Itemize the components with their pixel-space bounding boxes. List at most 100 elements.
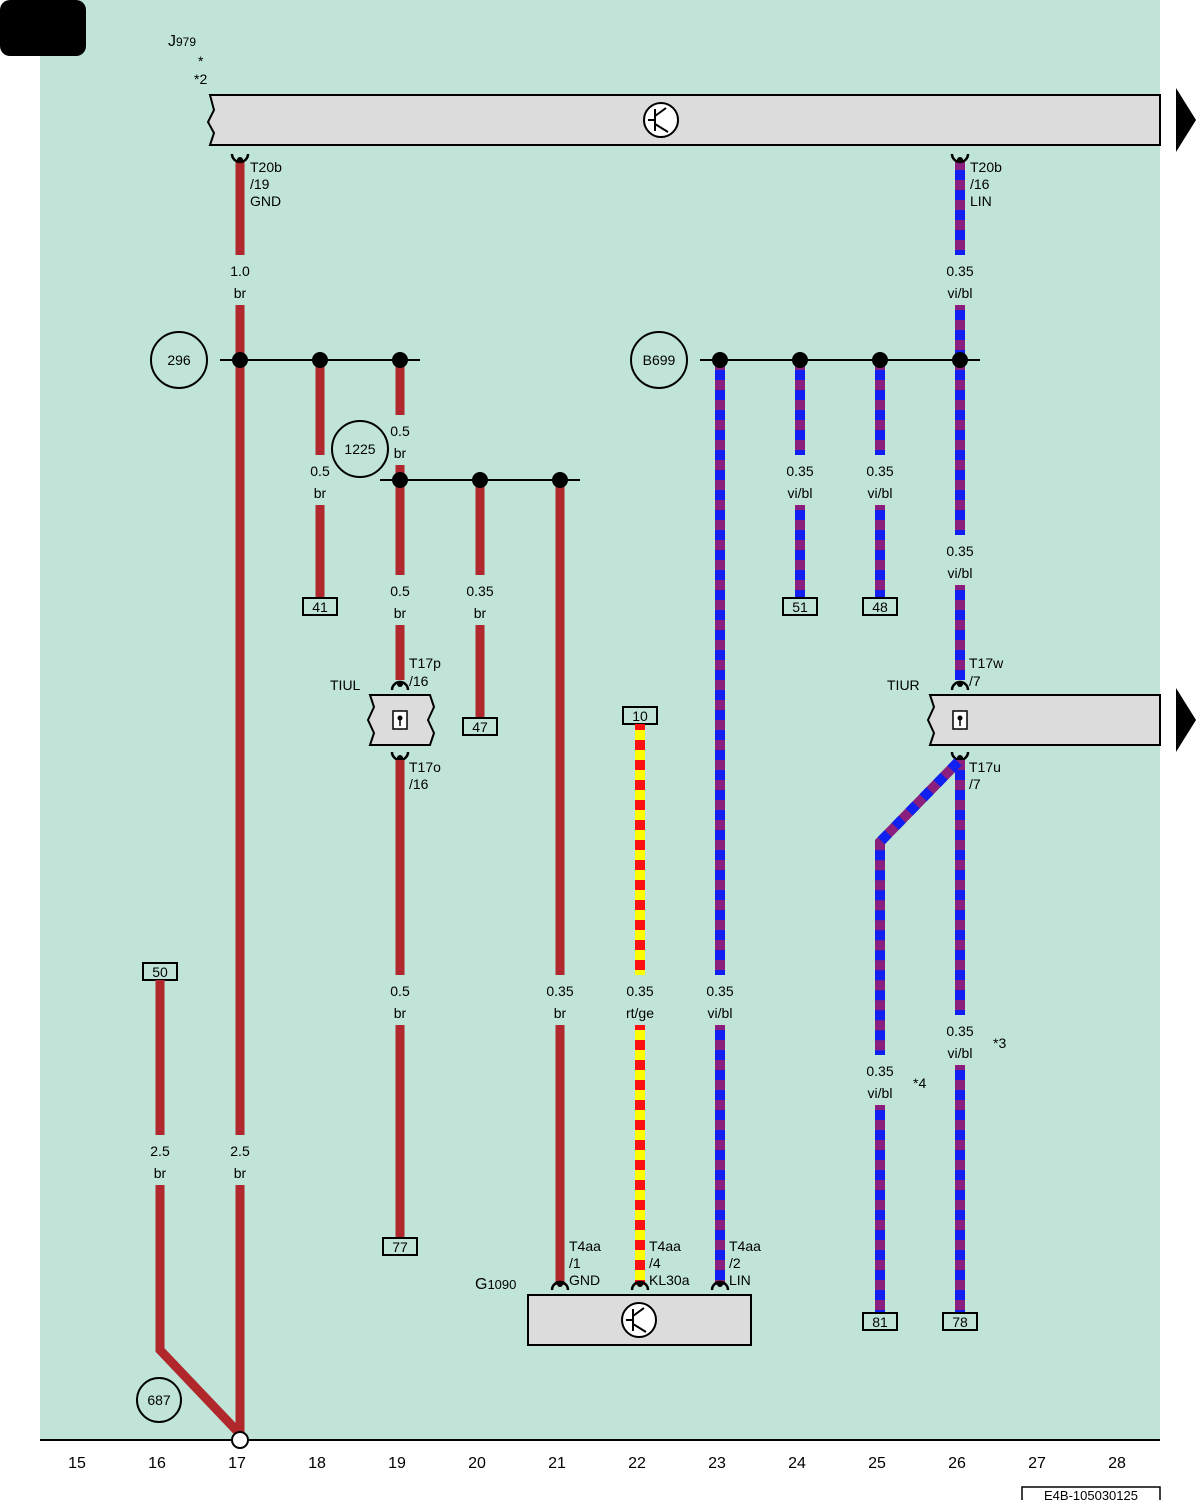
connector-t20b-16: T20b /16 LIN <box>950 153 1002 209</box>
wire-label-size: 0.35 <box>546 983 573 999</box>
j979-note2: *2 <box>194 71 207 87</box>
wire-col25 <box>875 360 885 455</box>
svg-text:/7: /7 <box>969 673 981 689</box>
wire-label-color: br <box>154 1165 167 1181</box>
column-number: 24 <box>788 1455 806 1472</box>
wire-label-size: 0.35 <box>626 983 653 999</box>
wire-col25-diagonal <box>875 758 962 1055</box>
column-number: 17 <box>228 1455 246 1472</box>
ref-81-box[interactable] <box>862 1312 898 1331</box>
wire-label-color: br <box>474 605 487 621</box>
tiur-label: TIUR <box>887 677 920 693</box>
wire-label-size: 0.35 <box>866 463 893 479</box>
wire-label-size: 0.5 <box>390 583 410 599</box>
ref-51-box[interactable] <box>782 597 818 616</box>
ground-point <box>231 1431 249 1449</box>
wire-col25-lower <box>875 505 885 598</box>
wire-label-color: br <box>234 1165 247 1181</box>
svg-text:T20b: T20b <box>970 159 1002 175</box>
wire-col16-lower <box>155 1185 242 1436</box>
svg-text:/2: /2 <box>729 1255 741 1271</box>
connector-t17w: T17w /7 <box>950 655 1004 691</box>
svg-text:T17o: T17o <box>409 759 441 775</box>
column-number: 21 <box>548 1455 566 1472</box>
continue-arrow-icon <box>1176 88 1196 152</box>
transistor-icon <box>643 102 679 138</box>
wire-col23-lower <box>715 1025 725 1285</box>
column-number: 16 <box>148 1455 166 1472</box>
footnote-4: *4 <box>913 1075 926 1091</box>
wire-col26-mid2 <box>955 585 965 680</box>
connector-t17u: T17u /7 <box>950 751 1001 792</box>
wire-label-color: vi/bl <box>868 1085 893 1101</box>
connector-t17p: T17p /16 <box>390 655 441 691</box>
wire-label-color: vi/bl <box>708 1005 733 1021</box>
wire-col22 <box>635 724 645 975</box>
wire-col22-lower <box>635 1025 645 1285</box>
column-number: 27 <box>1028 1455 1046 1472</box>
svg-text:/16: /16 <box>409 673 429 689</box>
wire-label-color: vi/bl <box>788 485 813 501</box>
wire-label-size: 0.35 <box>946 543 973 559</box>
wire-label-color: vi/bl <box>948 1045 973 1061</box>
splice-b699-circle <box>630 331 688 389</box>
wire-label-size: 0.35 <box>466 583 493 599</box>
wire-label-color: br <box>394 1005 407 1021</box>
wire-label-color: br <box>314 485 327 501</box>
splice-1225-label: 1225 <box>344 441 375 457</box>
svg-text:/1: /1 <box>569 1255 581 1271</box>
column-number: 28 <box>1108 1455 1126 1472</box>
column-number: 23 <box>708 1455 726 1472</box>
wire-label-color: vi/bl <box>948 285 973 301</box>
ref-41-label: 41 <box>312 599 328 615</box>
splice-dots <box>232 352 968 488</box>
svg-text:T17w: T17w <box>969 655 1004 671</box>
svg-text:LIN: LIN <box>970 193 992 209</box>
ref-81-label: 81 <box>872 1314 888 1330</box>
wire-col24-lower <box>795 505 805 598</box>
wire-col23 <box>715 360 725 975</box>
splice-296-circle <box>150 331 208 389</box>
column-number: 22 <box>628 1455 646 1472</box>
wire-label-size: 2.5 <box>230 1143 250 1159</box>
doc-code-box <box>1021 1486 1161 1500</box>
wire-label-size: 2.5 <box>150 1143 170 1159</box>
ref-47-box[interactable] <box>462 717 498 736</box>
column-number: 26 <box>948 1455 966 1472</box>
column-number: 25 <box>868 1455 886 1472</box>
ref-78-box[interactable] <box>942 1312 978 1331</box>
ref-77-label: 77 <box>392 1239 408 1255</box>
svg-text:T17p: T17p <box>409 655 441 671</box>
splice-687-label: 687 <box>147 1392 171 1408</box>
column-number: 19 <box>388 1455 406 1472</box>
column-number: 15 <box>68 1455 86 1472</box>
g1090-label: G1090 <box>475 1276 516 1293</box>
wire-label-color: br <box>394 605 407 621</box>
wire-label-size: 0.35 <box>706 983 733 999</box>
svg-text:/16: /16 <box>970 176 990 192</box>
tiur-sensor-icon <box>952 710 968 730</box>
column-number: 20 <box>468 1455 486 1472</box>
svg-text:T4aa: T4aa <box>569 1238 601 1254</box>
wire-label-size: 0.35 <box>786 463 813 479</box>
svg-text:/16: /16 <box>409 776 429 792</box>
ref-48-box[interactable] <box>862 597 898 616</box>
svg-text:T20b: T20b <box>250 159 282 175</box>
j979-note1: * <box>198 53 204 69</box>
wire-col26-lower <box>955 760 965 1015</box>
svg-text:T17u: T17u <box>969 759 1001 775</box>
wire-col24 <box>795 360 805 455</box>
wire-label-color: vi/bl <box>868 485 893 501</box>
page-tab <box>0 0 86 56</box>
wire-label-color: vi/bl <box>948 565 973 581</box>
ref-41-box[interactable] <box>302 597 338 616</box>
svg-text:KL30a: KL30a <box>649 1272 690 1288</box>
svg-text:/4: /4 <box>649 1255 661 1271</box>
wire-label-size: 1.0 <box>230 263 250 279</box>
ref-77-box[interactable] <box>382 1237 418 1256</box>
wire-label-color: rt/ge <box>626 1005 654 1021</box>
wire-label-size: 0.5 <box>310 463 330 479</box>
svg-text:T4aa: T4aa <box>729 1238 761 1254</box>
connector-t20b-19: T20b /19 GND <box>230 153 282 209</box>
splice-687-circle <box>136 1377 182 1423</box>
